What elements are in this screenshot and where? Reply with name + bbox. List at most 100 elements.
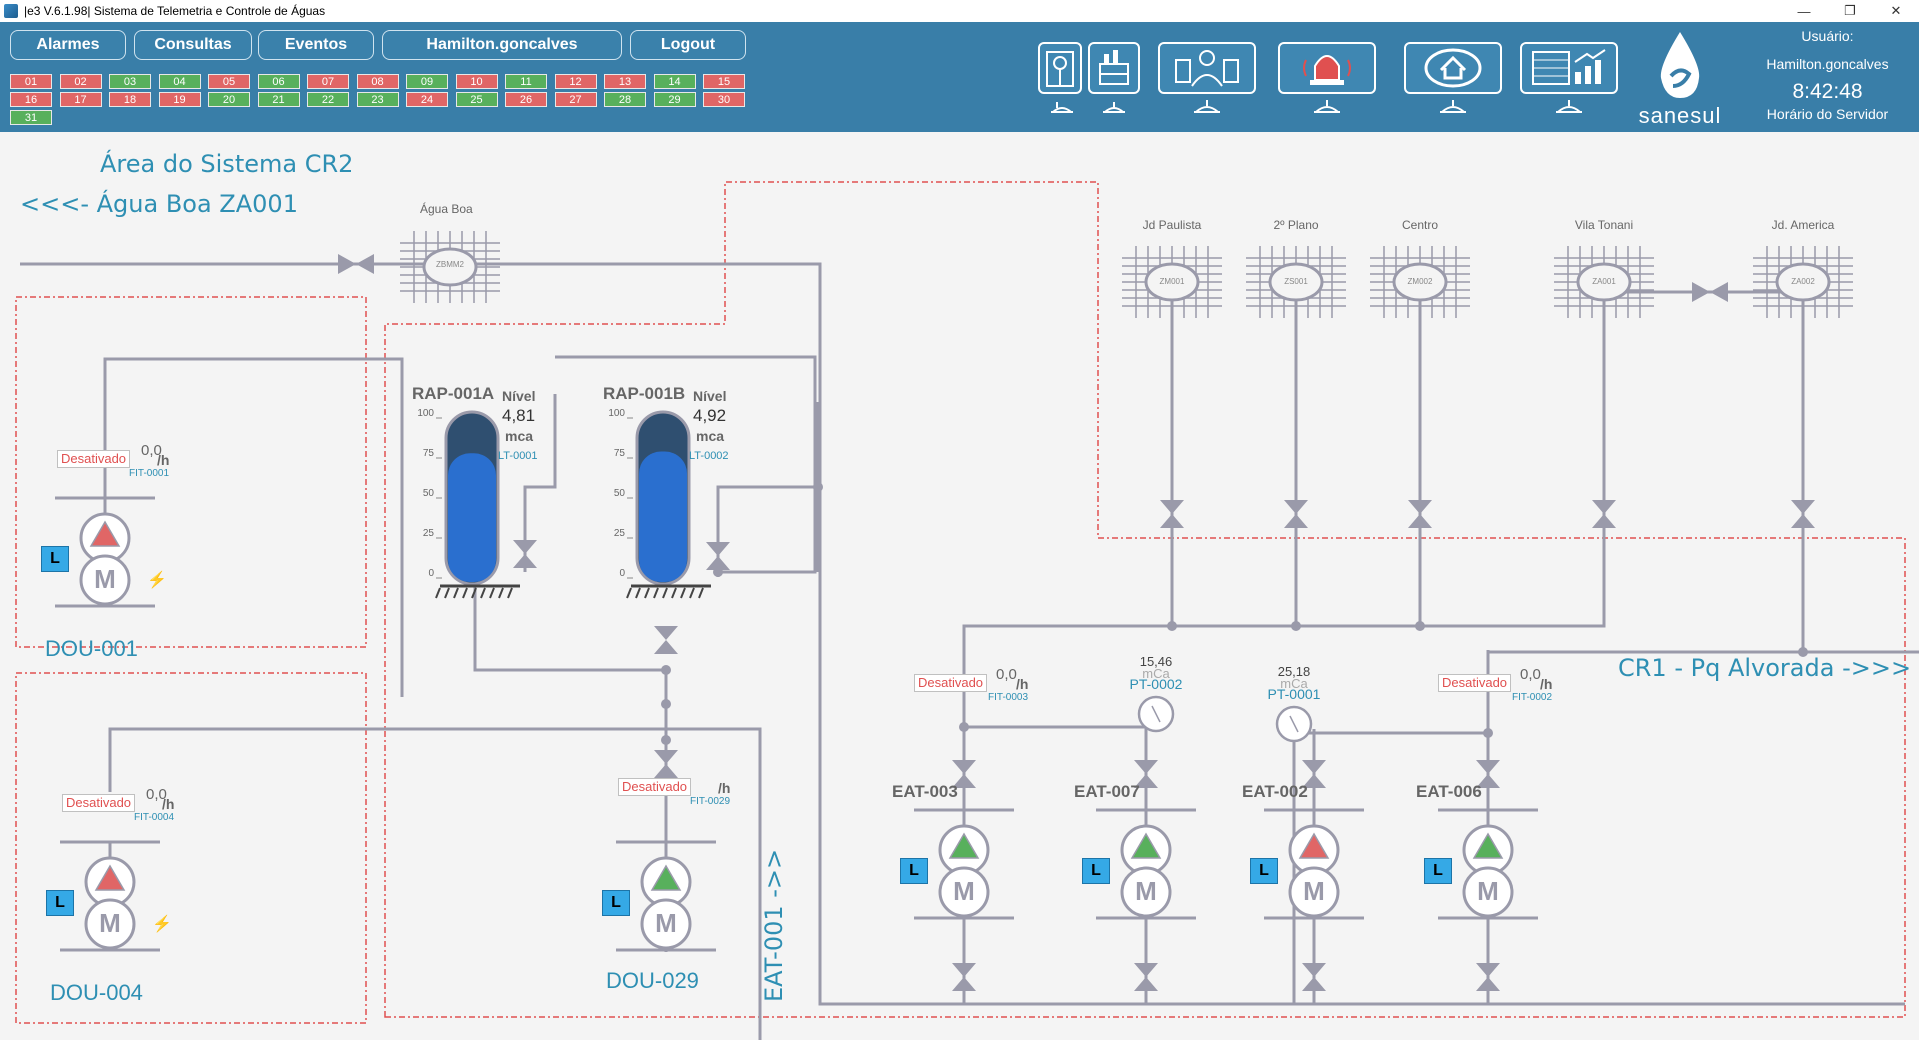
plug-icon: ⚡ <box>147 572 167 589</box>
local-mode-button[interactable]: L <box>900 858 928 884</box>
valve-icon[interactable] <box>1302 963 1326 991</box>
day-25[interactable]: 25 <box>455 92 498 107</box>
zone-name: Jd. America <box>1771 218 1835 232</box>
day-31[interactable]: 31 <box>10 110 52 125</box>
valve-icon[interactable] <box>1476 963 1500 991</box>
home-icon[interactable] <box>1404 42 1502 94</box>
pump-EAT-003[interactable] <box>914 808 1014 920</box>
day-05[interactable]: 05 <box>208 74 250 89</box>
day-09[interactable]: 09 <box>406 74 448 89</box>
pump-DOU-001[interactable] <box>55 496 155 608</box>
zone-name: Jd Paulista <box>1142 218 1202 232</box>
local-mode-button[interactable]: L <box>41 546 69 572</box>
valve-icon[interactable] <box>952 963 976 991</box>
close-button[interactable]: ✕ <box>1890 3 1902 18</box>
valve-icon[interactable] <box>1692 282 1728 302</box>
consultas-button[interactable]: Consultas <box>134 30 252 60</box>
day-19[interactable]: 19 <box>158 92 201 107</box>
day-13[interactable]: 13 <box>604 74 646 89</box>
flow-unit: /h <box>157 452 170 468</box>
day-14[interactable]: 14 <box>653 74 696 89</box>
pump-EAT-006[interactable] <box>1438 808 1538 920</box>
factory-icon[interactable] <box>1088 42 1140 94</box>
valve-icon[interactable] <box>706 542 730 570</box>
agua-boa-grid-icon[interactable] <box>400 231 500 303</box>
pressure-gauge-icon[interactable] <box>1275 705 1313 743</box>
zone-grid-icon[interactable] <box>1370 246 1470 318</box>
day-29[interactable]: 29 <box>653 92 696 107</box>
valve-icon[interactable] <box>1160 500 1184 528</box>
day-17[interactable]: 17 <box>59 92 102 107</box>
dashboard-chart-icon[interactable] <box>1520 42 1618 94</box>
pressure-value: 25,18 <box>1277 664 1311 679</box>
user-button[interactable]: Hamilton.goncalves <box>382 30 622 60</box>
tank-RAP-001A[interactable] <box>435 410 520 599</box>
valve-icon[interactable] <box>1284 500 1308 528</box>
day-11[interactable]: 11 <box>505 74 547 89</box>
valve-icon[interactable] <box>1302 760 1326 788</box>
day-30[interactable]: 30 <box>703 92 745 107</box>
day-01[interactable]: 01 <box>10 74 52 89</box>
valve-icon[interactable] <box>338 254 374 274</box>
day-06[interactable]: 06 <box>257 74 300 89</box>
local-mode-button[interactable]: L <box>602 890 630 916</box>
day-22[interactable]: 22 <box>307 92 349 107</box>
day-26[interactable]: 26 <box>505 92 547 107</box>
pump-EAT-002[interactable] <box>1264 808 1364 920</box>
valve-icon[interactable] <box>1134 963 1158 991</box>
tank-RAP-001B[interactable] <box>626 410 711 599</box>
day-20[interactable]: 20 <box>208 92 250 107</box>
valve-icon[interactable] <box>1408 500 1432 528</box>
local-mode-button[interactable]: L <box>1424 858 1452 884</box>
flow-unit: /h <box>1540 676 1553 692</box>
valve-icon[interactable] <box>1476 760 1500 788</box>
zone-grid-icon[interactable] <box>1246 246 1346 318</box>
day-27[interactable]: 27 <box>554 92 597 107</box>
day-08[interactable]: 08 <box>356 74 399 89</box>
valve-icon[interactable] <box>952 760 976 788</box>
pump-EAT-007[interactable] <box>1096 808 1196 920</box>
alarm-bell-icon[interactable] <box>1278 42 1376 94</box>
valve-icon[interactable] <box>654 626 678 654</box>
local-mode-button[interactable]: L <box>46 890 74 916</box>
day-10[interactable]: 10 <box>455 74 498 89</box>
pressure-gauge-icon[interactable] <box>1137 695 1175 733</box>
valve-icon[interactable] <box>1791 500 1815 528</box>
valve-icon[interactable] <box>1134 760 1158 788</box>
local-mode-button[interactable]: L <box>1250 858 1278 884</box>
operator-icon[interactable] <box>1158 42 1256 94</box>
pump-DOU-004[interactable] <box>60 840 160 952</box>
logout-button[interactable]: Logout <box>630 30 746 60</box>
pipe-network <box>15 181 1919 1040</box>
zone-grid-icon[interactable] <box>1554 246 1654 318</box>
day-16[interactable]: 16 <box>10 92 52 107</box>
day-15[interactable]: 15 <box>703 74 745 89</box>
day-12[interactable]: 12 <box>554 74 597 89</box>
valve-icon[interactable] <box>1592 500 1616 528</box>
tank-level-unit: mca <box>505 428 534 444</box>
zone-grid-icon[interactable] <box>1122 246 1222 318</box>
eventos-button[interactable]: Eventos <box>258 30 374 60</box>
zone-name: Vila Tonani <box>1574 218 1634 232</box>
day-04[interactable]: 04 <box>158 74 201 89</box>
flow-status: Desativado <box>914 674 988 692</box>
valve-icon[interactable] <box>513 540 537 568</box>
minimize-button[interactable]: — <box>1797 3 1811 19</box>
pump-DOU-029[interactable] <box>616 840 716 952</box>
restore-button[interactable]: ❐ <box>1844 3 1856 18</box>
day-21[interactable]: 21 <box>257 92 300 107</box>
day-03[interactable]: 03 <box>109 74 151 89</box>
day-07[interactable]: 07 <box>307 74 349 89</box>
alarmes-button[interactable]: Alarmes <box>10 30 126 60</box>
day-18[interactable]: 18 <box>109 92 151 107</box>
day-23[interactable]: 23 <box>356 92 399 107</box>
day-02[interactable]: 02 <box>59 74 102 89</box>
zone-grid-icon[interactable] <box>1753 246 1853 318</box>
zone-name: 2º Plano <box>1273 218 1319 232</box>
valve-icon[interactable] <box>654 750 678 778</box>
local-mode-button[interactable]: L <box>1082 858 1110 884</box>
day-28[interactable]: 28 <box>604 92 646 107</box>
flow-status: Desativado <box>57 450 131 468</box>
day-24[interactable]: 24 <box>406 92 448 107</box>
station-icon[interactable] <box>1038 42 1082 94</box>
